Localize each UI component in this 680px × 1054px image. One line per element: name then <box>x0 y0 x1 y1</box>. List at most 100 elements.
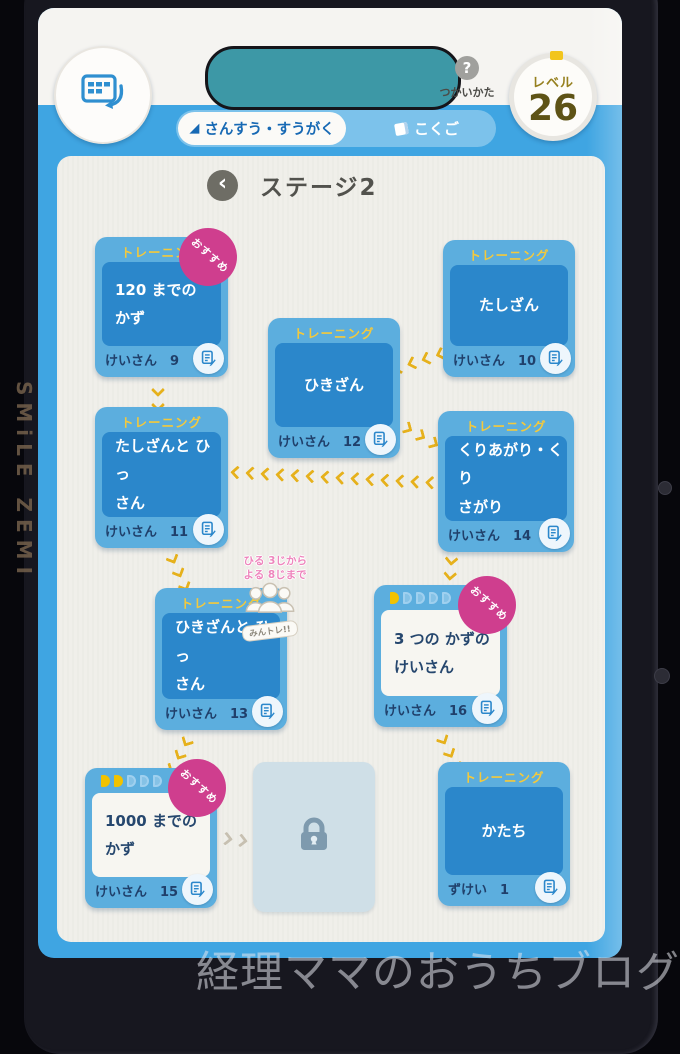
mintore-banner-label: みんトレ!! <box>241 619 299 643</box>
card-title-line: 1000 までの <box>105 811 197 830</box>
card-type-label: トレーニング <box>468 248 550 263</box>
card-subject: ずけい <box>448 883 488 898</box>
back-to-menu-button[interactable] <box>54 46 152 144</box>
worksheet-icon[interactable] <box>535 872 566 903</box>
card-type-label: トレーニング <box>293 326 375 341</box>
worksheet-icon[interactable] <box>472 693 503 724</box>
lesson-card-keisan-12[interactable]: トレーニングひきざんけいさん 12 <box>268 318 400 458</box>
card-title: ひきざん <box>275 343 393 427</box>
card-title-line: かず <box>105 840 136 858</box>
card-number: 12 <box>343 435 362 450</box>
tab-japanese[interactable]: こくご <box>360 112 494 145</box>
card-type-label: トレーニング <box>180 596 262 611</box>
tab-japanese-label: こくご <box>413 120 459 138</box>
level-value: 26 <box>527 88 579 129</box>
card-number: 11 <box>170 525 189 540</box>
progress-dot-empty <box>127 775 136 787</box>
masked-username <box>205 46 461 110</box>
lesson-card-locked <box>253 762 375 912</box>
tab-math-label: さんすう・すうがく <box>204 122 335 138</box>
question-icon: ? <box>455 56 479 80</box>
photo-watermark: 経理ママのおうちブログ <box>196 948 680 998</box>
worksheet-icon[interactable] <box>182 874 213 905</box>
card-subject: けいさん <box>105 525 158 540</box>
stage-back-button[interactable]: ‹ <box>207 170 238 201</box>
card-footer: けいさん 11 <box>105 521 188 540</box>
card-title: たしざんと ひっさん <box>102 432 221 517</box>
progress-dots <box>390 592 451 604</box>
mintore-time-line: ひる 3じから <box>243 555 307 567</box>
level-badge: レベル 26 <box>509 51 597 141</box>
card-subject: けいさん <box>278 435 331 450</box>
progress-dots <box>101 775 162 787</box>
recommended-ribbon: おすすめ <box>458 576 516 634</box>
card-number: 14 <box>513 529 532 544</box>
progress-dot-full <box>114 775 123 787</box>
progress-dot-empty <box>140 775 149 787</box>
bezel-dot <box>654 668 670 684</box>
card-title: たしざん <box>450 265 568 346</box>
lock-icon <box>292 813 336 861</box>
worksheet-icon[interactable] <box>365 424 396 455</box>
progress-dot-empty <box>153 775 162 787</box>
card-type-label: トレーニング <box>120 415 202 430</box>
subject-tab-bar: ◢ さんすう・すうがく こくご <box>176 110 496 147</box>
card-title-line: かず <box>115 309 146 327</box>
card-title-line: さがり <box>458 497 504 516</box>
worksheet-icon[interactable] <box>539 518 570 549</box>
card-subject: けいさん <box>384 704 437 719</box>
progress-dot-empty <box>416 592 425 604</box>
device-brand-text: SMiLE ZEMI <box>12 380 36 582</box>
card-number: 1 <box>500 883 510 898</box>
card-title-line: 120 までの <box>115 280 197 299</box>
mintore-time-line: よる 8じまで <box>243 568 307 581</box>
set-square-icon: ◢ <box>189 121 200 136</box>
worksheet-icon[interactable] <box>193 343 224 374</box>
progress-dot-full <box>101 775 110 787</box>
worksheet-icon[interactable] <box>193 514 224 545</box>
card-title: くりあがり・くりさがり <box>445 436 567 521</box>
card-footer: けいさん 12 <box>278 431 361 450</box>
level-progress-tick <box>550 51 563 60</box>
card-title-line: ひきざん <box>303 375 364 394</box>
card-footer: ずけい 1 <box>448 879 509 898</box>
card-title-line: 3 つの かずの <box>394 629 490 648</box>
help-label: つかいかた <box>439 86 495 99</box>
card-subject: けいさん <box>165 707 218 722</box>
card-title-line: けいさん <box>394 658 455 676</box>
card-type-label: トレーニング <box>465 419 547 434</box>
stage-title: ステージ2 <box>260 175 378 201</box>
bezel-dot <box>658 481 672 495</box>
card-title-line: さん <box>115 493 146 512</box>
recommended-label: おすすめ <box>467 584 510 624</box>
card-title-line: くりあがり・くり <box>458 440 564 488</box>
mintore-badge: みんトレ!! <box>239 581 301 643</box>
recommended-label: おすすめ <box>177 767 220 807</box>
card-type-label: トレーニング <box>463 770 545 785</box>
progress-dot-empty <box>442 592 451 604</box>
tab-math[interactable]: ◢ さんすう・すうがく <box>178 112 346 145</box>
lesson-card-keisan-11[interactable]: トレーニングたしざんと ひっさんけいさん 11 <box>95 407 228 548</box>
progress-dot-empty <box>429 592 438 604</box>
help-button[interactable]: ? つかいかた <box>430 56 504 100</box>
card-number: 9 <box>170 354 180 369</box>
calendar-return-icon <box>80 72 126 118</box>
worksheet-icon[interactable] <box>252 696 283 727</box>
chevron-icon <box>400 421 413 434</box>
progress-dot-empty <box>403 592 412 604</box>
worksheet-icon[interactable] <box>540 343 571 374</box>
recommended-ribbon: おすすめ <box>168 759 226 817</box>
